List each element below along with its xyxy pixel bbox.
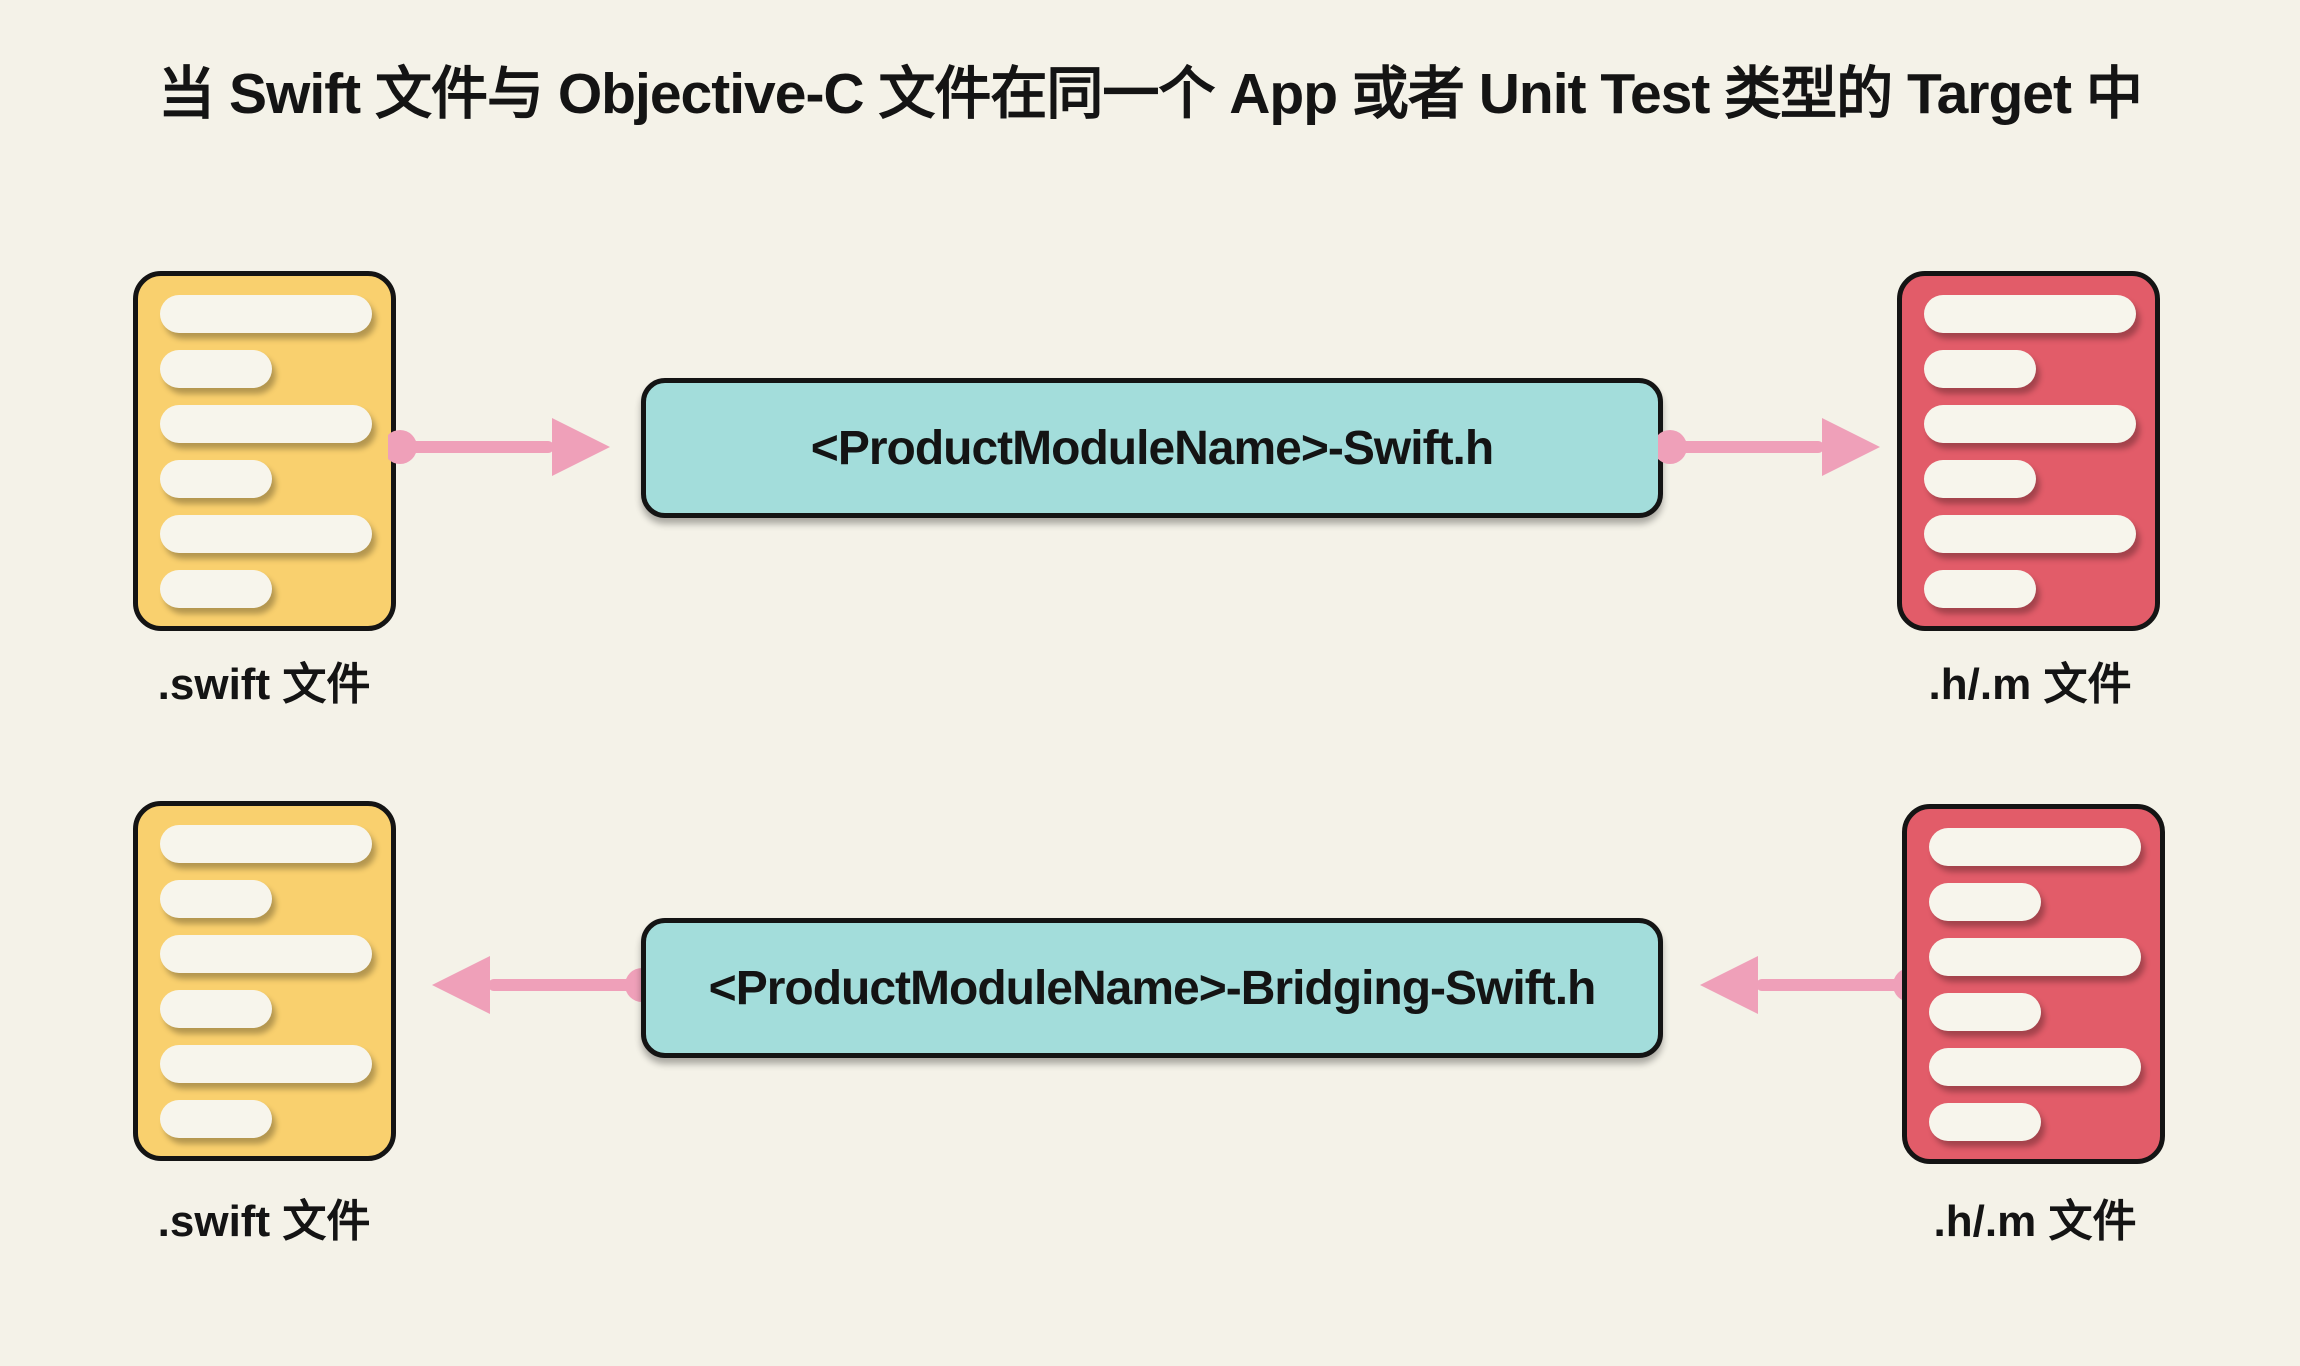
diagram-title: 当 Swift 文件与 Objective-C 文件在同一个 App 或者 Un… [158, 62, 2143, 126]
objc-file-icon [1902, 804, 2165, 1164]
generated-header-label: <ProductModuleName>-Swift.h [810, 421, 1494, 475]
text-line-pill [1924, 295, 2136, 333]
bridging-header-label: <ProductModuleName>-Bridging-Swift.h [708, 961, 1597, 1015]
objc-file-icon [1897, 271, 2160, 631]
objc-file-label: .h/.m 文件 [1933, 1197, 2137, 1246]
text-line-pill [1929, 828, 2141, 866]
text-line-pill [160, 295, 372, 333]
arrow-right-icon [388, 418, 610, 476]
text-line-pill [1924, 350, 2036, 388]
text-line-pill [160, 460, 272, 498]
arrow-right-icon [1658, 418, 1880, 476]
text-line-pill [1929, 993, 2041, 1031]
text-line-pill [1929, 883, 2041, 921]
text-line-pill [1929, 1103, 2041, 1141]
text-line-pill [160, 1045, 372, 1083]
text-line-pill [160, 825, 372, 863]
generated-header-box: <ProductModuleName>-Swift.h [641, 378, 1663, 518]
text-line-pill [1924, 460, 2036, 498]
text-line-pill [1924, 570, 2036, 608]
swift-file-label: .swift 文件 [157, 1197, 371, 1246]
text-line-pill [1924, 405, 2136, 443]
text-line-pill [160, 935, 372, 973]
text-line-pill [160, 880, 272, 918]
bridging-header-box: <ProductModuleName>-Bridging-Swift.h [641, 918, 1663, 1058]
text-line-pill [1924, 515, 2136, 553]
text-line-pill [160, 570, 272, 608]
text-line-pill [160, 515, 372, 553]
text-line-pill [160, 405, 372, 443]
arrow-left-icon [1700, 956, 1922, 1014]
text-line-pill [160, 1100, 272, 1138]
objc-file-label: .h/.m 文件 [1928, 660, 2132, 709]
text-line-pill [160, 990, 272, 1028]
swift-file-icon [133, 801, 396, 1161]
text-line-pill [1929, 938, 2141, 976]
swift-file-icon [133, 271, 396, 631]
swift-file-label: .swift 文件 [157, 660, 371, 709]
text-line-pill [1929, 1048, 2141, 1086]
arrow-left-icon [432, 956, 654, 1014]
text-line-pill [160, 350, 272, 388]
